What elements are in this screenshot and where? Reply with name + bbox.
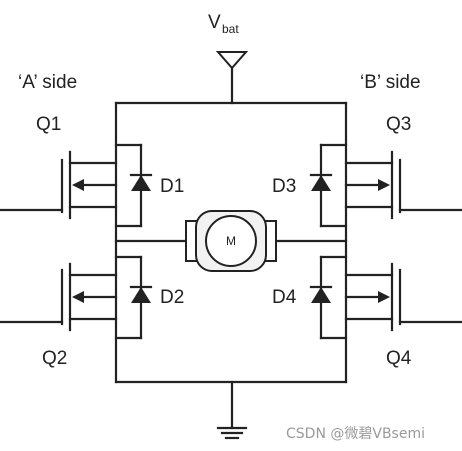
q3-label: Q3: [386, 114, 411, 135]
side-a-label: ‘A’ side: [18, 72, 77, 93]
q2-label: Q2: [42, 348, 67, 369]
q1-label: Q1: [36, 114, 61, 135]
d2-label: D2: [160, 287, 184, 308]
d4-label: D4: [272, 287, 297, 308]
d3-label: D3: [272, 176, 296, 197]
vbat-terminal: [215, 51, 249, 105]
diode-d3: [309, 143, 348, 228]
side-b-label: ‘B’ side: [360, 72, 421, 93]
transistor-q4: [344, 262, 462, 332]
watermark: CSDN @微碧VBsemi: [286, 426, 425, 442]
vbat-subscript: bat: [222, 22, 239, 36]
q4-label: Q4: [386, 348, 412, 369]
ground-symbol: [216, 380, 248, 440]
diode-d2: [114, 255, 153, 340]
transistor-q1: [0, 150, 118, 220]
motor: [185, 210, 277, 272]
diode-d4: [309, 255, 348, 340]
vbat-label: V: [208, 12, 221, 33]
transistor-q2: [0, 262, 118, 332]
diode-d1: [114, 143, 153, 228]
transistor-q3: [344, 150, 462, 220]
d1-label: D1: [160, 176, 184, 197]
motor-label: M: [226, 234, 236, 248]
